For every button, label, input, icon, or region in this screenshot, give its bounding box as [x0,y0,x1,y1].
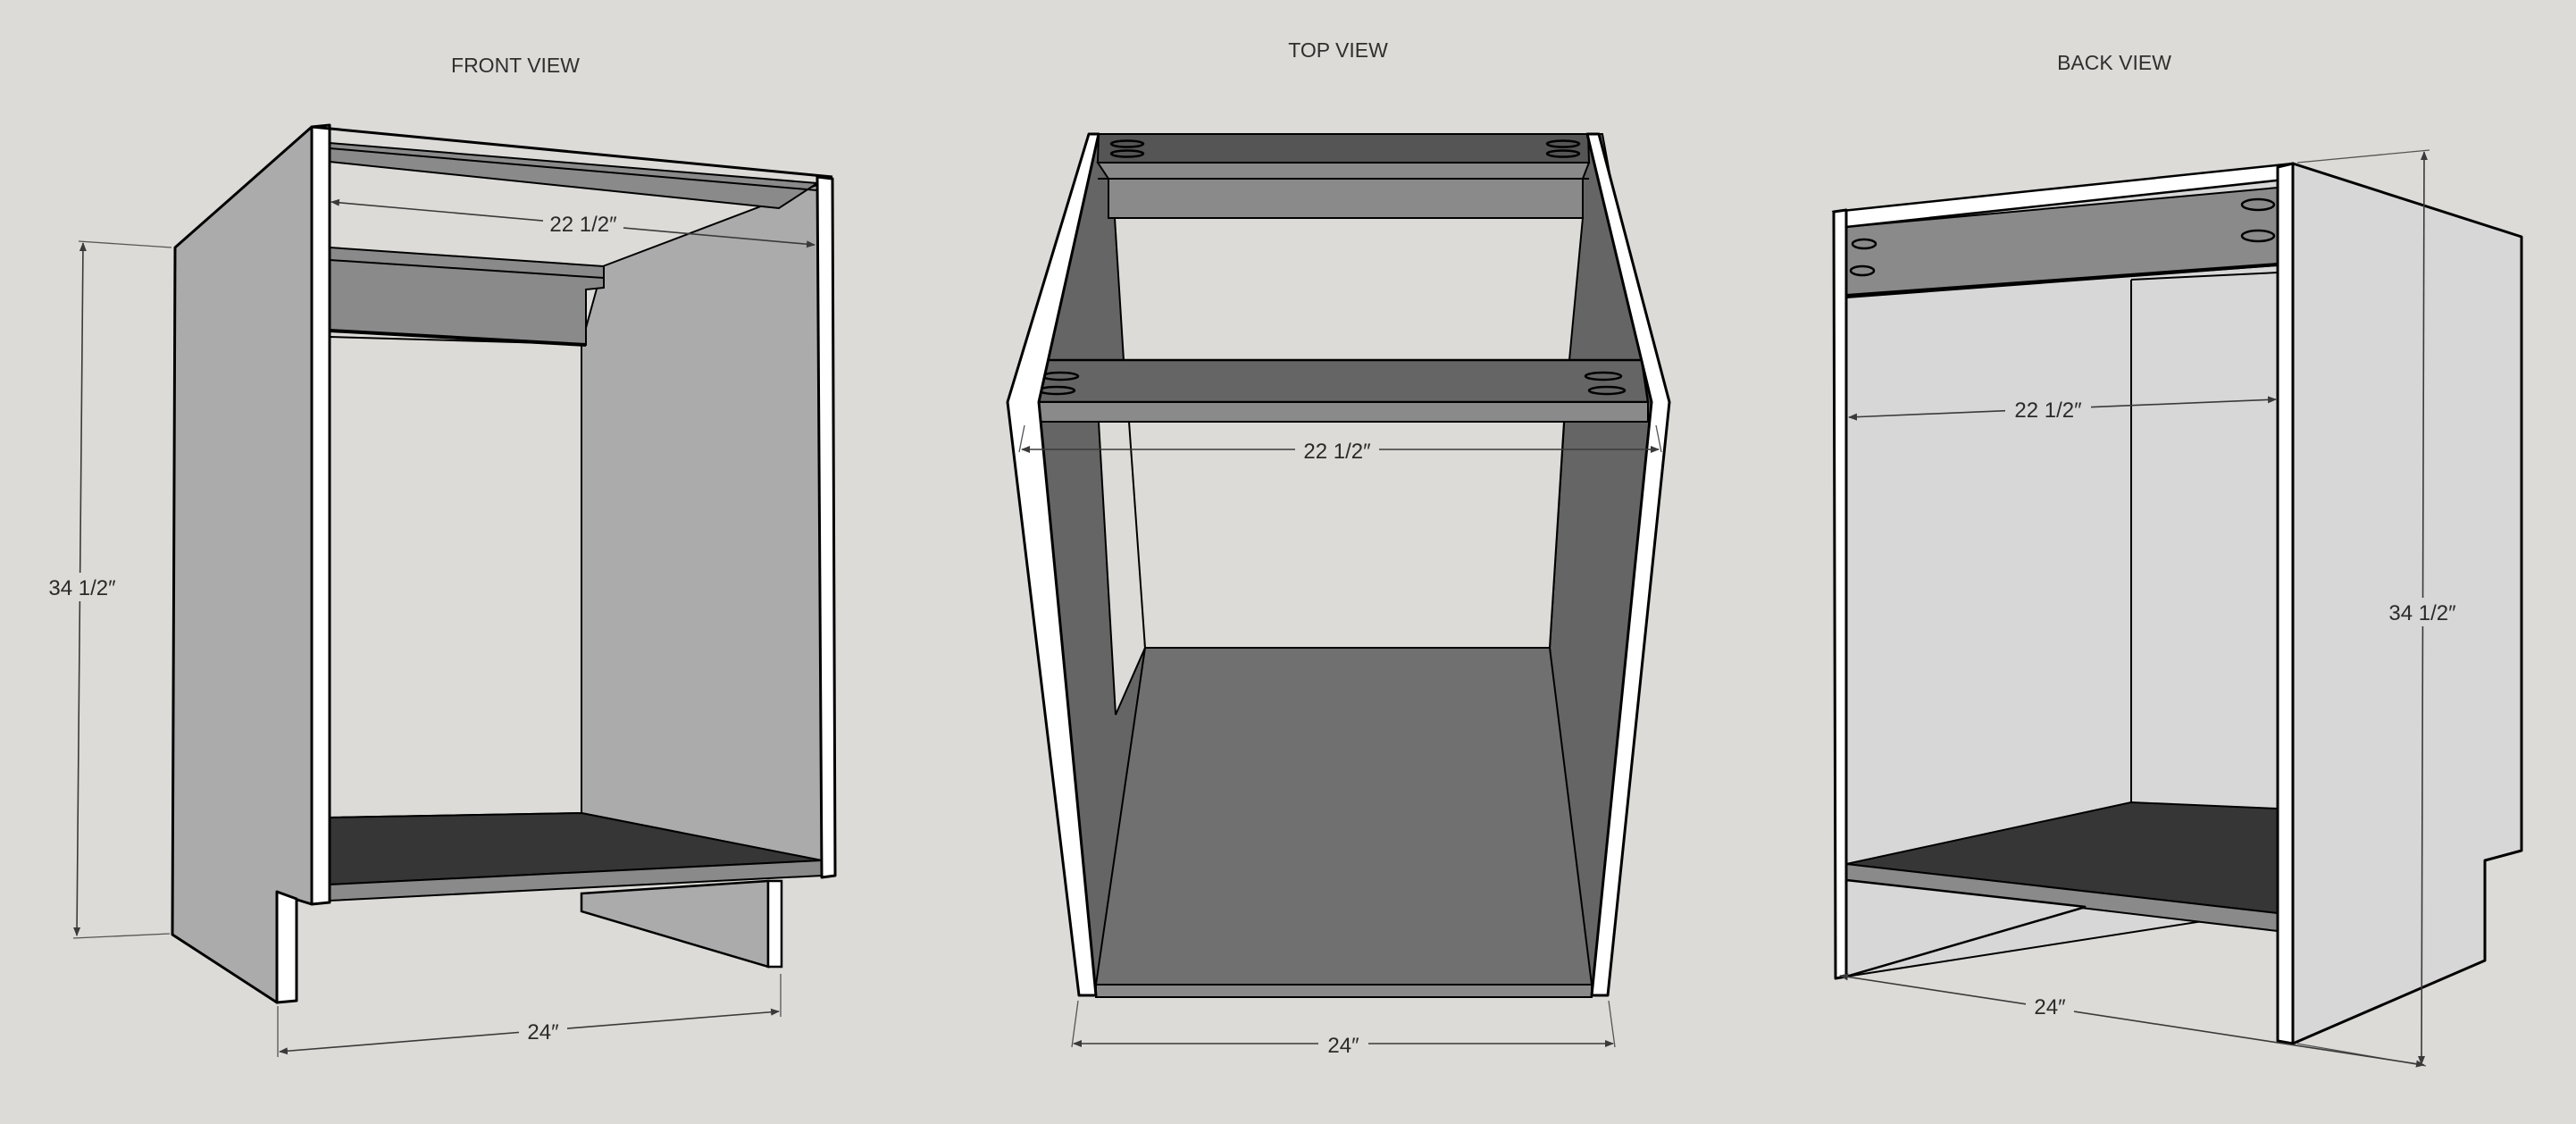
front-left-side-panel [171,125,314,1004]
top-inner-width-extension-left [1018,424,1025,453]
back-outer-width-dimension-line [1839,973,2425,1068]
front-back-rail-edge [329,259,605,279]
top-width-extension-right [1608,1000,1616,1048]
back-right-white-edge [2276,162,2295,1045]
back-hole-left-2 [1849,264,1876,277]
top-inner-width-label: 22 1/2″ [1303,440,1371,464]
front-height-extension-bottom [72,933,171,939]
back-hole-left-1 [1851,238,1878,250]
top-inner-width-extension-right [1655,424,1662,453]
back-view: BACK VIEW 22 1/2″ 34 1/2″ [1831,51,2523,1068]
front-right-foot-edge [766,879,783,969]
top-inner-width-label-bg [1295,436,1379,463]
back-hole-right-2 [2240,229,2276,243]
front-inner-width-label: 22 1/2″ [549,213,617,237]
top-front-rail [1031,358,1650,404]
back-hole-right-1 [2240,197,2276,212]
front-outer-width-label: 24″ [527,1020,559,1044]
front-right-panel-foot [580,879,770,969]
front-interior-right-wall [581,183,824,862]
back-top-rail-bottom [1845,263,2279,298]
top-rear-rail [1096,133,1591,164]
top-hole-front-right-2 [1587,385,1627,396]
front-view: FRONT VIEW 22 1/2″ [41,54,837,1057]
front-left-front-edge [310,123,331,906]
top-view: TOP VIEW [1006,38,1671,1058]
front-height-extension-top [78,240,172,248]
back-outer-width-label: 24″ [2034,995,2066,1019]
front-left-foot-edge [275,890,298,1004]
front-top-edge [311,125,833,179]
back-inner-width-label: 22 1/2″ [2014,398,2082,423]
top-outer-width-label-bg [1318,1030,1368,1057]
front-right-front-edge [815,175,837,879]
back-height-extension-top [2296,149,2430,164]
top-view-title: TOP VIEW [1288,38,1388,62]
top-hole-rear-right-2 [1545,149,1581,158]
top-hole-rear-left-1 [1109,139,1145,148]
front-height-label-bg [41,573,123,601]
front-height-label: 34 1/2″ [48,576,116,600]
top-right-white-edge [1585,132,1671,997]
top-cabinet-floor [1094,647,1593,986]
back-top-rail-lower-edge [2130,272,2279,281]
top-hole-front-right-1 [1584,371,1623,382]
top-hole-rear-left-2 [1109,149,1145,158]
top-front-rail-edge [1032,401,1649,423]
back-outer-width-label-bg [2026,992,2074,1019]
front-view-title: FRONT VIEW [451,54,580,77]
top-rear-rail-front [1096,162,1591,219]
top-left-white-edge [1006,132,1100,997]
top-opening-upper [1113,217,1585,361]
front-top-rail-edge [329,147,818,191]
back-left-white-edge [1832,208,1848,980]
back-view-title: BACK VIEW [2057,51,2171,74]
back-inner-width-label-bg [2005,396,2091,423]
front-interior-back-wall [329,335,582,819]
top-width-extension-left [1071,1000,1079,1048]
top-outer-width-label: 24″ [1327,1034,1359,1058]
top-floor-front-edge [1095,984,1593,998]
front-outer-width-label-bg [519,1019,567,1045]
top-hole-rear-right-1 [1545,139,1581,148]
back-height-label: 34 1/2″ [2388,601,2456,625]
back-height-label-bg [2379,598,2465,626]
front-back-rail-bottom [329,329,587,347]
front-inner-width-label-bg [543,210,623,237]
